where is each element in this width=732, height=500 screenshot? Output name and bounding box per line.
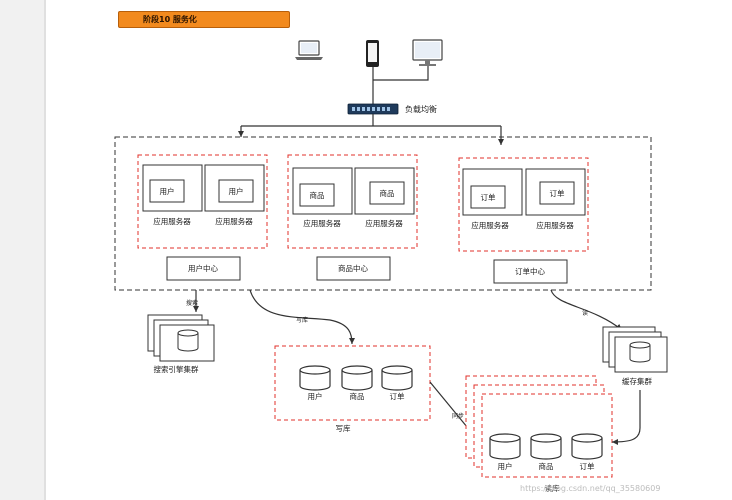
sync-edge-label: 同步 [452,412,464,420]
server-module-label: 用户 [229,186,244,196]
order-center-box [493,259,568,284]
server-label: 应用服务器 [215,216,253,226]
watermark: https://blog.csdn.net/qq_35580609 [520,484,661,493]
stage-banner: 阶段10 服务化 [118,11,290,28]
cache-cluster [602,326,668,373]
service-layer-boundary [114,136,652,291]
database-icon [381,365,413,391]
cache-cluster-label: 缓存集群 [622,376,652,386]
product-center-box [316,256,391,281]
read-db-label: 读库 [545,483,560,493]
cache-connector [550,289,623,331]
database-icon [177,329,199,352]
product-service-group: 商品 应用服务器 商品 应用服务器 [287,154,418,249]
read-db-item-label: 商品 [539,461,554,471]
server-module-label: 订单 [550,188,565,198]
database-icon [571,433,603,460]
server-label: 应用服务器 [303,218,341,228]
cache-edge-label: 读 [582,309,588,317]
desktop-link [373,66,429,81]
write-db-label: 写库 [336,423,351,433]
desktop-monitor-icon [412,39,443,66]
read-db-item-label: 用户 [498,461,513,471]
server-module-label: 订单 [481,192,496,202]
write-edge-label: 写库 [296,316,308,324]
load-balancer-switch-icon [347,103,399,115]
server-label: 应用服务器 [365,218,403,228]
order-center-label: 订单中心 [515,266,545,276]
database-icon [530,433,562,460]
write-db-item-label: 用户 [308,391,323,401]
server-label: 应用服务器 [471,220,509,230]
user-center-box [166,256,241,281]
product-center-label: 商品中心 [338,263,368,273]
write-db-item-label: 订单 [390,391,405,401]
server-label: 应用服务器 [536,220,574,230]
write-db-item-label: 商品 [350,391,365,401]
order-service-group: 订单 应用服务器 订单 应用服务器 [458,157,589,252]
database-icon [299,365,331,391]
mobile-phone-icon [366,40,379,67]
laptop-icon [295,40,323,60]
database-icon [629,341,651,363]
server-module-label: 用户 [160,186,175,196]
search-edge-label: 搜索 [186,299,198,307]
user-service-group: 用户 应用服务器 用户 应用服务器 [137,154,268,249]
database-icon [489,433,521,460]
page-margin-strip [0,0,46,500]
server-label: 应用服务器 [153,216,191,226]
server-module-label: 商品 [380,188,395,198]
load-balancer-label: 负载均衡 [405,104,437,114]
database-icon [341,365,373,391]
server-module-label: 商品 [310,190,325,200]
search-cluster-label: 搜索引擎集群 [154,364,199,374]
write-db-connector [249,289,355,345]
read-db-item-label: 订单 [580,461,595,471]
user-center-label: 用户中心 [188,263,218,273]
read-db-group: 用户 商品 订单 [465,375,613,478]
write-db-group: 用户 商品 订单 [274,345,431,421]
search-engine-cluster [147,314,215,362]
cache-readdb-connector [611,390,641,445]
